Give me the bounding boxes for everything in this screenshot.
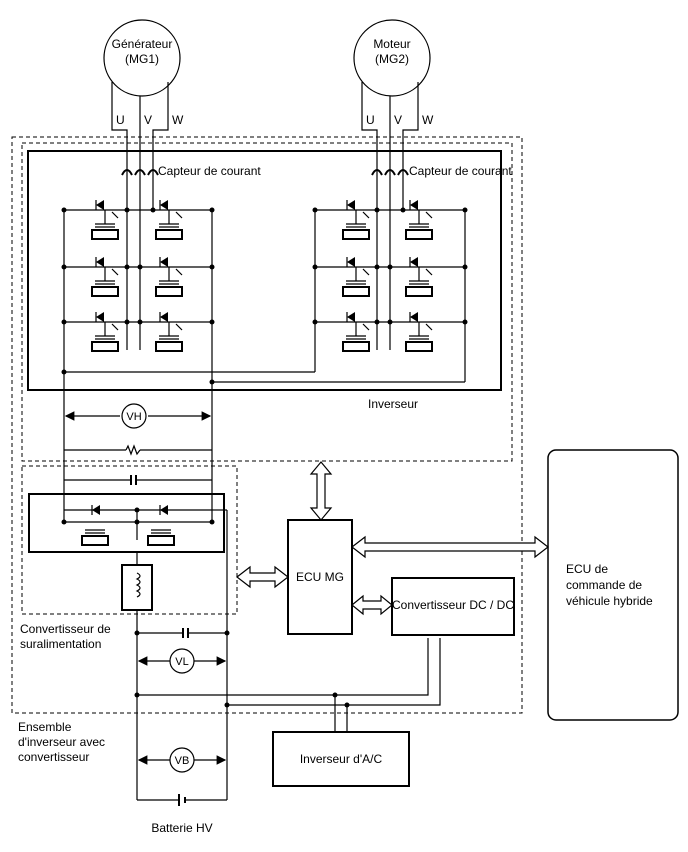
dc-dc-converter-box — [391, 577, 515, 636]
hv-battery: Batterie HV — [137, 794, 227, 835]
vl-label: VL — [175, 656, 188, 668]
generator-label-2: (MG1) — [125, 52, 159, 66]
boost-converter-boundary — [21, 465, 238, 615]
current-sensor-motor: Capteur de courant — [371, 164, 512, 178]
assembly-label-2: d'inverseur avec — [18, 735, 105, 749]
assembly-label-3: convertisseur — [18, 750, 89, 764]
vb-label: VB — [175, 755, 190, 767]
arrow-ecu-boost — [236, 565, 289, 589]
generator-label-1: Générateur — [112, 37, 173, 51]
gen-phase-w: W — [172, 113, 184, 127]
ac-inverter-label: Inverseur d'A/C — [300, 752, 383, 766]
resistor — [64, 444, 212, 456]
hybrid-ecu-label-2: commande de — [566, 578, 642, 592]
motor-phase-v: V — [394, 113, 402, 127]
boost-converter-box — [28, 493, 225, 553]
boost-converter-label-2: suralimentation — [20, 637, 101, 651]
current-sensor-label-motor: Capteur de courant — [409, 164, 512, 178]
hybrid-ecu-label-3: véhicule hybride — [566, 594, 653, 608]
current-sensor-gen: Capteur de courant — [121, 164, 261, 178]
motor-label-1: Moteur — [373, 37, 410, 51]
boost-switches — [61, 505, 215, 546]
ecu-mg-label: ECU MG — [296, 570, 344, 584]
inverter-assembly-boundary — [11, 136, 523, 714]
hv-battery-label: Batterie HV — [151, 821, 212, 835]
dc-dc-label: Convertisseur DC / DC — [392, 598, 514, 612]
assembly-label-1: Ensemble — [18, 720, 72, 734]
generator-bridge — [61, 168, 215, 382]
motor-phase-w: W — [422, 113, 434, 127]
inverter-label: Inverseur — [368, 397, 418, 411]
capacitor-hv — [64, 475, 212, 485]
ac-inverter-box — [272, 731, 410, 787]
motor-label-2: (MG2) — [375, 52, 409, 66]
inverter-box — [27, 150, 502, 391]
motor-phase-u: U — [366, 113, 375, 127]
vh-label: VH — [126, 411, 141, 423]
gen-phase-v: V — [144, 113, 152, 127]
vl-measurement: VL — [137, 648, 227, 674]
hybrid-ecu-label-1: ECU de — [566, 562, 608, 576]
capacitor-lv — [134, 628, 230, 638]
inverter-dashed-boundary — [21, 142, 513, 462]
motor-mg2: Moteur (MG2) U V W — [353, 19, 434, 168]
current-sensor-label-gen: Capteur de courant — [158, 164, 261, 178]
motor-bridge — [312, 168, 468, 382]
vb-measurement: VB — [137, 747, 227, 773]
generator-mg1: Générateur (MG1) U V W — [103, 19, 184, 168]
arrow-ecu-inverter — [309, 461, 333, 521]
gen-phase-u: U — [116, 113, 125, 127]
vh-measurement: VH — [64, 403, 212, 429]
reactor-inductor — [121, 552, 153, 695]
arrow-ecu-dcdc — [351, 594, 393, 616]
arrow-ecu-hybrid — [351, 535, 549, 559]
boost-converter-label-1: Convertisseur de — [20, 622, 111, 636]
hybrid-ecu-box — [547, 449, 679, 721]
